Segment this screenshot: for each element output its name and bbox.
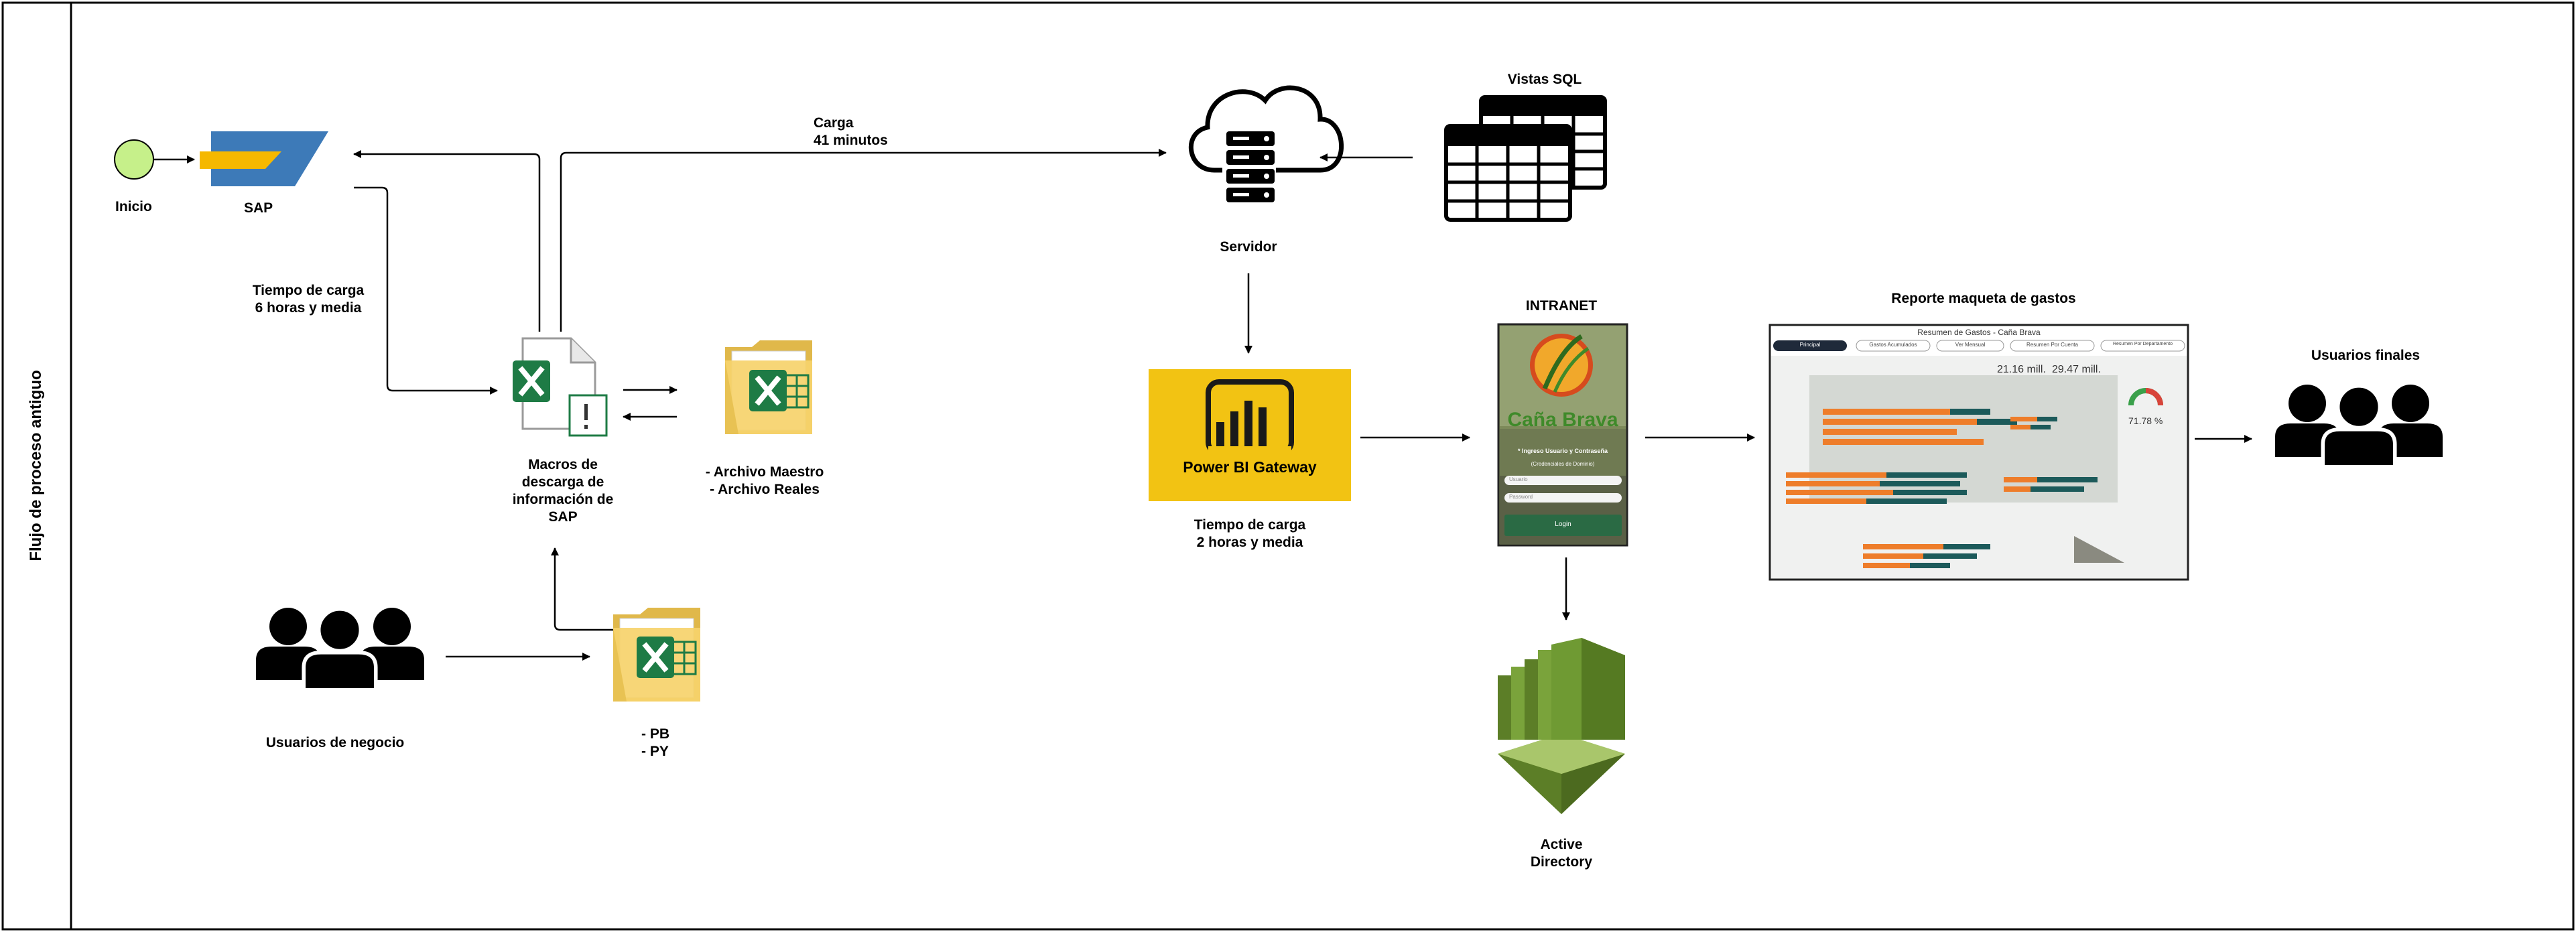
report-thumbnail-title: Resumen de Gastos - Caña Brava — [1917, 328, 2041, 337]
intranet-caption: (Credenciales de Dominio) — [1531, 461, 1595, 467]
pb-py-label: - PB - PY — [641, 726, 669, 759]
report-label: Reporte maqueta de gastos — [1891, 291, 2076, 306]
final-users-label: Usuarios finales — [2311, 348, 2421, 363]
intranet-user-field[interactable]: Usuario — [1509, 476, 1528, 482]
report-tab: Gastos Acumulados — [1869, 342, 1917, 348]
business-users-icon — [256, 608, 424, 690]
load-time-sap-label: Tiempo de carga 6 horas y media — [252, 283, 365, 316]
sap-label: SAP — [244, 200, 273, 216]
server-cloud-icon — [1188, 85, 1344, 202]
report-gauge-value: 71.78 % — [2128, 415, 2163, 426]
archivos-label: - Archivo Maestro - Archivo Reales — [705, 464, 824, 497]
macros-label: Macros de descarga de información de SAP — [512, 457, 614, 525]
final-users-icon — [2275, 385, 2443, 467]
macros-excel-icon — [513, 337, 608, 437]
start-event — [114, 139, 154, 180]
report-tab: Resumen Por Departamento — [2112, 342, 2173, 346]
intranet-subtitle: * Ingreso Usuario y Contraseña — [1517, 448, 1608, 454]
intranet-label: INTRANET — [1525, 298, 1598, 314]
intranet-brand: Caña Brava — [1507, 409, 1618, 431]
sap-logo — [200, 131, 328, 186]
gateway-label: Power BI Gateway — [1183, 458, 1317, 476]
intranet-password-field[interactable]: Password — [1509, 494, 1533, 500]
report-tab: Principal — [1799, 342, 1821, 348]
intranet-screen — [1497, 323, 1628, 547]
report-kpi-1: 21.16 mill. — [1997, 364, 2046, 375]
report-kpi-2: 29.47 mill. — [2052, 364, 2101, 375]
archivos-folder-icon — [724, 340, 813, 435]
power-bi-icon — [1206, 379, 1294, 457]
sql-views-label: Vistas SQL — [1507, 72, 1582, 87]
pool-title: Flujo de proceso antiguo — [27, 370, 45, 561]
report-thumbnail — [1768, 324, 2189, 581]
report-tab: Ver Mensual — [1955, 342, 1986, 348]
report-tab: Resumen Por Cuenta — [2026, 342, 2078, 348]
active-directory-icon — [1498, 638, 1625, 814]
sql-views-icon — [1444, 95, 1607, 222]
load-time-gateway-label: Tiempo de carga 2 horas y media — [1194, 517, 1306, 550]
active-directory-label: Active Directory — [1530, 837, 1593, 870]
pb-py-folder-icon — [613, 607, 701, 702]
business-users-label: Usuarios de negocio — [265, 735, 405, 750]
load-server-label: Carga 41 minutos — [814, 115, 888, 148]
start-label: Inicio — [115, 199, 152, 214]
server-label: Servidor — [1220, 239, 1277, 255]
intranet-login-button[interactable]: Login — [1555, 521, 1571, 528]
